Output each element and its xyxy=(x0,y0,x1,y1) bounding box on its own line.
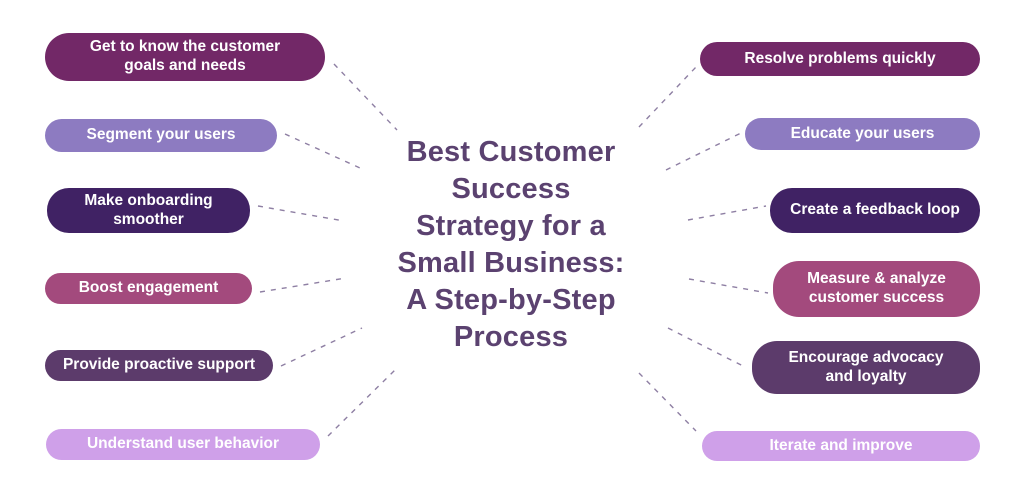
title-line: Strategy for a xyxy=(416,210,606,242)
title-line: Small Business: xyxy=(397,247,625,279)
connector-line xyxy=(257,205,345,222)
node-label: Understand user behavior xyxy=(86,435,280,453)
connector-line xyxy=(665,132,742,171)
node-label: Create a feedback loop xyxy=(790,201,960,219)
connector-line xyxy=(280,327,363,367)
connector-line xyxy=(667,327,744,367)
node-label: Iterate and improve xyxy=(769,436,913,454)
node-label: Segment your users xyxy=(86,126,236,144)
node-pill-feedback-loop: Create a feedback loop xyxy=(770,188,980,233)
node-pill-encourage-advocacy: Encourage advocacy and loyalty xyxy=(752,341,980,394)
connector-line xyxy=(333,63,398,131)
title-line: Best Customer xyxy=(406,136,616,168)
node-pill-iterate-improve: Iterate and improve xyxy=(702,431,980,461)
title-line: A Step-by-Step xyxy=(406,284,616,316)
connector-line xyxy=(687,205,767,221)
node-pill-onboarding-smoother: Make onboarding smoother xyxy=(47,188,250,233)
connector-line xyxy=(638,66,697,128)
title-line: Success xyxy=(451,173,571,205)
diagram-title: Best Customer Success Strategy for a Sma… xyxy=(371,134,651,356)
title-line: Process xyxy=(453,321,569,353)
node-label: Educate your users xyxy=(790,124,935,142)
connector-line xyxy=(638,372,697,432)
node-pill-know-customer-goals: Get to know the customer goals and needs xyxy=(45,33,325,81)
node-label: Get to know the customer goals and needs xyxy=(89,38,281,74)
node-label: Encourage advocacy and loyalty xyxy=(788,348,944,385)
node-pill-user-behavior: Understand user behavior xyxy=(46,429,320,460)
node-pill-proactive-support: Provide proactive support xyxy=(45,350,273,381)
node-pill-measure-analyze: Measure & analyze customer success xyxy=(773,261,980,317)
node-label: Make onboarding smoother xyxy=(84,191,213,228)
connector-line xyxy=(259,277,347,293)
node-label: Boost engagement xyxy=(78,279,219,297)
connector-line xyxy=(327,368,397,437)
node-pill-resolve-problems: Resolve problems quickly xyxy=(700,42,980,76)
node-pill-educate-users: Educate your users xyxy=(745,118,980,150)
node-label: Measure & analyze customer success xyxy=(807,270,946,306)
node-label: Provide proactive support xyxy=(62,356,256,374)
node-pill-boost-engagement: Boost engagement xyxy=(45,273,252,304)
node-label: Resolve problems quickly xyxy=(744,49,936,67)
connector-line xyxy=(688,278,769,294)
node-pill-segment-users: Segment your users xyxy=(45,119,277,152)
connector-line xyxy=(284,133,361,169)
